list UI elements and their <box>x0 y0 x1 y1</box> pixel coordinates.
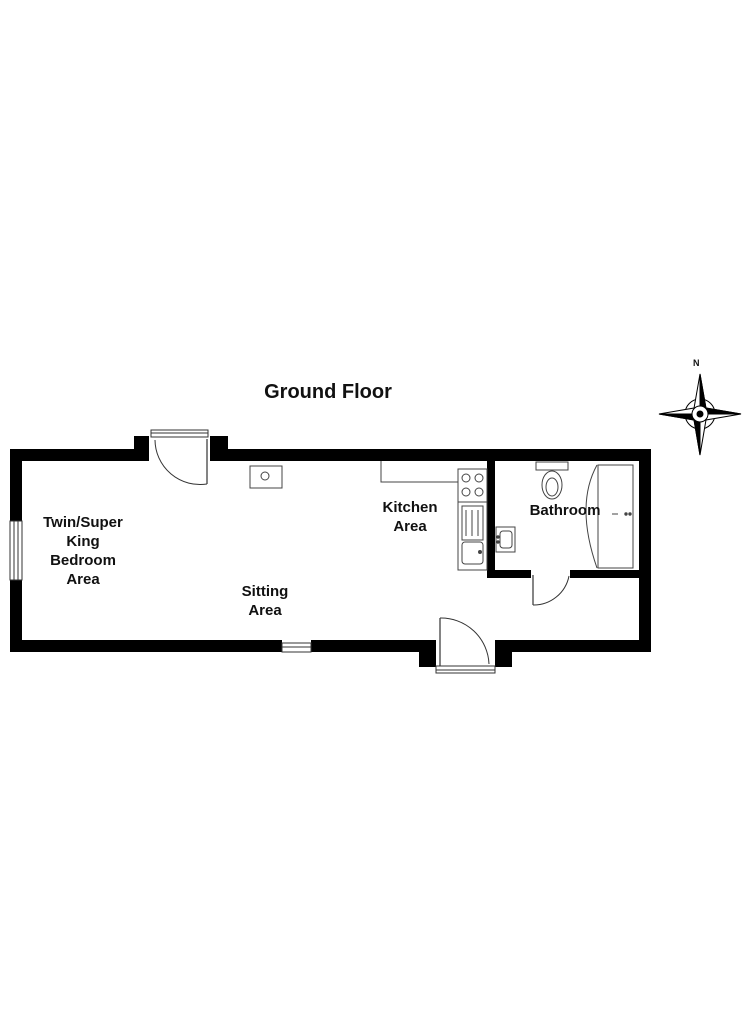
windows <box>9 520 312 653</box>
fixtures <box>249 461 634 571</box>
window-left <box>9 520 23 581</box>
walls <box>10 436 651 667</box>
room-label-bedroom: Twin/Super King Bedroom Area <box>43 514 123 588</box>
room-label-sitting: Sitting Area <box>241 583 289 619</box>
room-label-bathroom: Bathroom <box>529 502 601 519</box>
compass-north-label: N <box>693 358 700 368</box>
floor-title: Ground Floor <box>264 381 392 403</box>
room-label-kitchen: Kitchen Area <box>382 499 438 535</box>
doors <box>150 429 570 674</box>
compass-rose-icon <box>658 373 742 456</box>
